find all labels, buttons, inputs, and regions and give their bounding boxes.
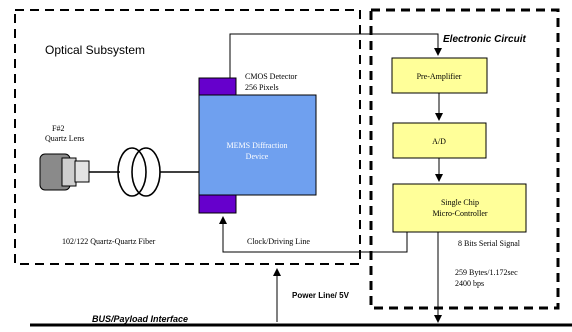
electronic-circuit-boundary <box>369 8 560 310</box>
cmos-detector-top <box>198 77 237 96</box>
pre-amplifier-label: Pre-Amplifier <box>417 72 462 81</box>
lens-label-fnumber: F#2 <box>52 124 64 133</box>
mems-label-line1: MEMS Diffraction <box>227 141 288 150</box>
optical-subsystem-title: Optical Subsystem <box>45 43 145 57</box>
electronic-circuit-title: Electronic Circuit <box>443 34 526 45</box>
mems-label-line2: Device <box>246 152 269 161</box>
clock-line-label: Clock/Driving Line <box>247 237 310 246</box>
optical-subsystem-boundary <box>14 9 361 265</box>
mems-diffraction-device <box>198 94 317 196</box>
cmos-detector-bottom <box>198 194 237 214</box>
micro-controller-label-line2: Micro-Controller <box>432 209 487 218</box>
power-line-label: Power Line/ 5V <box>292 291 350 300</box>
data-rate-label-line2: 2400 bps <box>455 279 484 288</box>
cmos-label-line1: CMOS Detector <box>245 72 298 81</box>
cmos-label-line2: 256 Pixels <box>245 83 279 92</box>
micro-controller-block <box>392 183 527 233</box>
quartz-lens-icon <box>39 153 90 191</box>
micro-controller-label-line1: Single Chip <box>441 198 479 207</box>
optical-fiber-coil <box>89 147 199 197</box>
serial-signal-label: 8 Bits Serial Signal <box>458 239 521 248</box>
data-rate-label-line1: 259 Bytes/1.172sec <box>455 268 518 277</box>
fiber-label: 102/122 Quartz-Quartz Fiber <box>62 237 156 246</box>
lens-label-name: Quartz Lens <box>45 134 84 143</box>
bus-payload-interface-label: BUS/Payload Interface <box>92 314 188 324</box>
detector-signal-line <box>229 33 442 78</box>
clock-driving-line <box>219 216 408 253</box>
ad-converter-label: A/D <box>432 137 446 146</box>
